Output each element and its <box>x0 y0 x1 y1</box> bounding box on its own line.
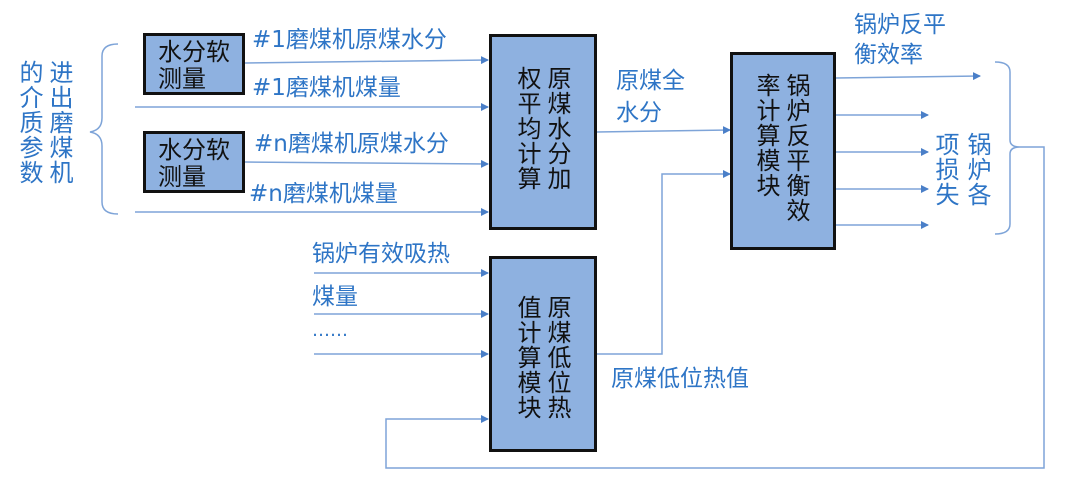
label-coal: 煤量 <box>312 284 358 310</box>
label-mill1-coal: #1磨煤机煤量 <box>252 75 401 101</box>
label-efficiency-1: 锅炉反平 <box>854 12 946 38</box>
soft-sensor-box-1[interactable]: 水分软测量 <box>143 33 245 95</box>
label-total-moisture-1: 原煤全 <box>616 68 685 94</box>
weighted-box-col2: 权平均计算 <box>513 66 541 191</box>
efficiency-box-col1: 锅炉反平衡效 <box>782 73 810 223</box>
label-mill1-moisture: #1磨煤机原煤水分 <box>252 27 447 53</box>
efficiency-calc-box[interactable]: 锅炉反平衡效 率计算模块 <box>730 52 836 250</box>
right-brace <box>994 61 1021 235</box>
weighted-box-col1: 原煤水分加 <box>543 66 571 191</box>
left-group-label-col2: 的介质参数 <box>15 60 43 185</box>
left-group-label-col1: 进出磨煤机 <box>45 60 73 185</box>
label-milln-moisture: #n磨煤机原煤水分 <box>254 131 449 157</box>
heating-value-box[interactable]: 原煤低位热 值计算模块 <box>489 256 597 452</box>
arrow-mill1-moisture <box>244 56 489 65</box>
label-heat-absorb: 锅炉有效吸热 <box>312 241 450 267</box>
heating-box-col1: 原煤低位热 <box>543 295 571 420</box>
label-heating-value: 原煤低位热值 <box>611 366 749 392</box>
label-efficiency-2: 衡效率 <box>854 42 923 68</box>
label-losses-col2: 项损失 <box>931 132 959 207</box>
left-brace <box>89 43 119 215</box>
arrow-milln-moisture <box>244 159 489 168</box>
label-more: …… <box>312 320 348 341</box>
arrow-efficiency-out <box>835 72 981 81</box>
weighted-average-box[interactable]: 原煤水分加 权平均计算 <box>489 34 597 230</box>
soft-sensor-box-2[interactable]: 水分软测量 <box>143 131 245 193</box>
soft-sensor-box-2-text: 水分软测量 <box>158 136 230 191</box>
arrow-heating-value <box>597 170 731 355</box>
label-milln-coal: #n磨煤机煤量 <box>249 181 398 207</box>
soft-sensor-box-1-text: 水分软测量 <box>158 38 230 93</box>
heating-box-col2: 值计算模块 <box>513 295 541 420</box>
label-total-moisture-2: 水分 <box>616 100 662 126</box>
feedback-loop <box>385 146 1045 469</box>
label-losses-col1: 锅炉各 <box>963 132 991 207</box>
efficiency-box-col2: 率计算模块 <box>752 73 780 198</box>
arrow-total-moisture <box>596 126 731 135</box>
